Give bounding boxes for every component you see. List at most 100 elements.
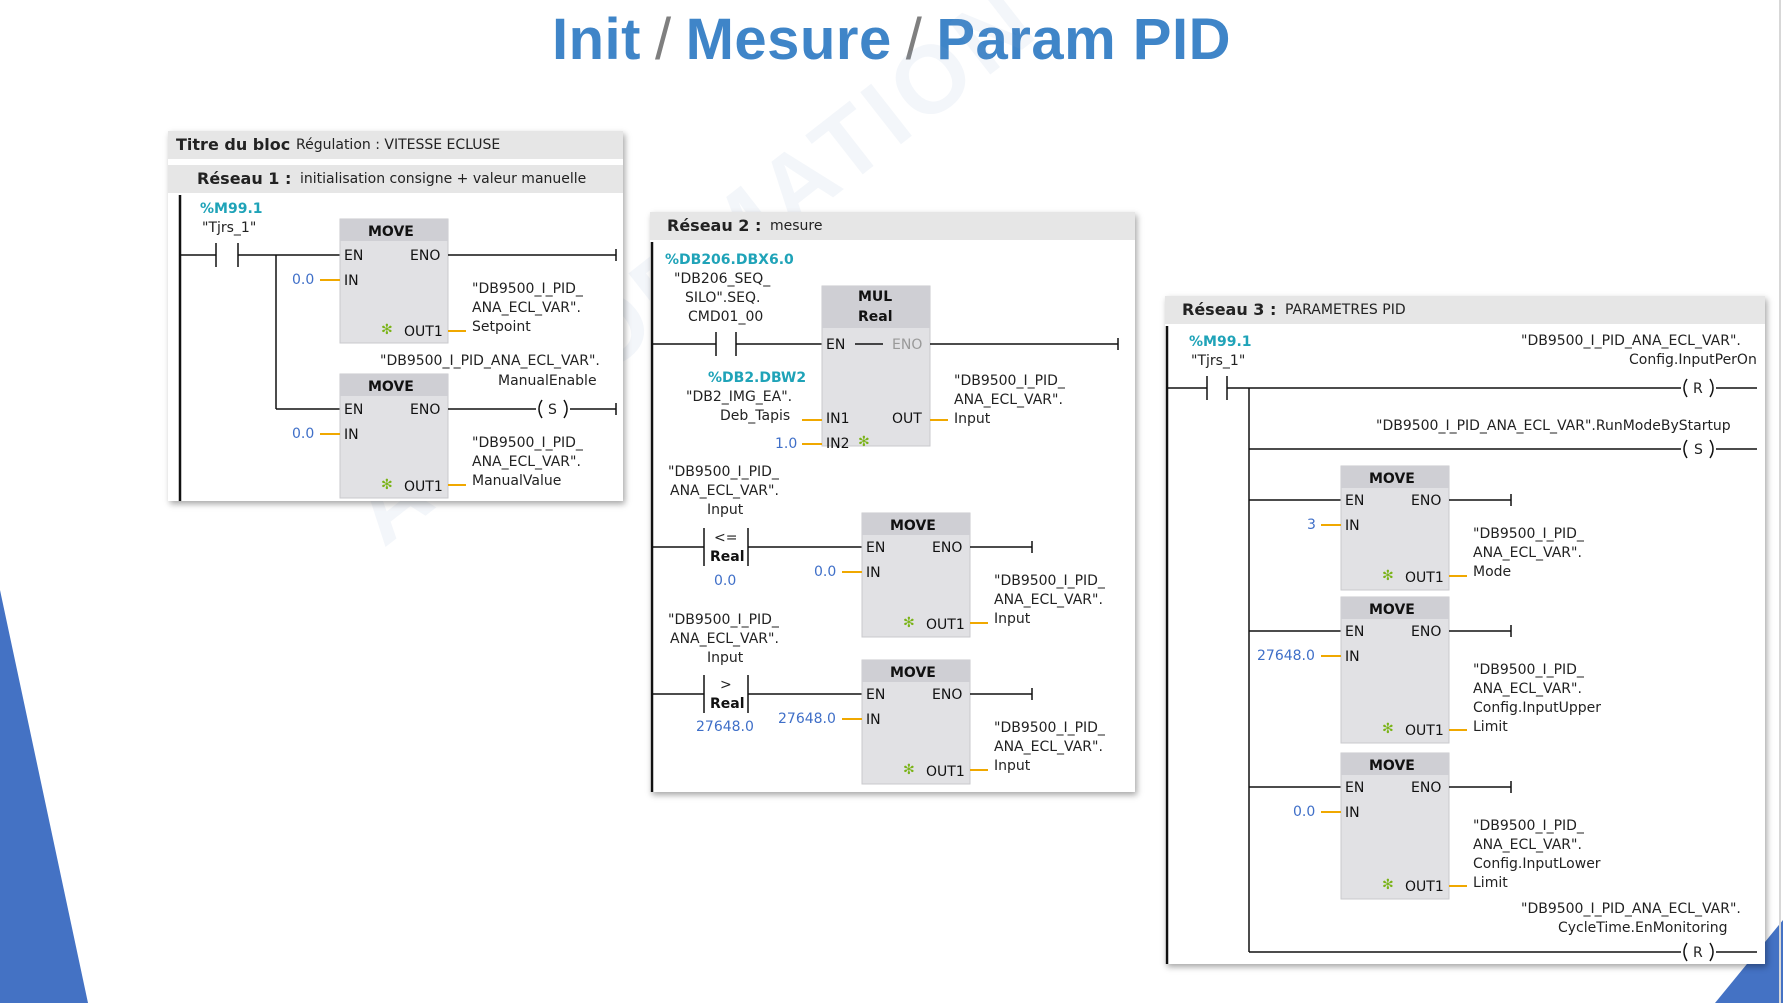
mul-in1-var-2: Deb_Tapis (720, 408, 790, 424)
move-upper-in-value: 27648.0 (1257, 648, 1315, 664)
cmp-le-var-2: ANA_ECL_VAR". (670, 483, 779, 499)
coil-r2-type: R (1693, 945, 1703, 961)
pin-in: IN (1345, 518, 1360, 534)
pin-eno: ENO (932, 540, 962, 556)
network-1-header: Réseau 1 : initialisation consigne + val… (168, 165, 623, 193)
network-2-ladder: %DB206.DBX6.0 "DB206_SEQ_ SILO".SEQ. CMD… (650, 242, 1119, 792)
block-title-value: Régulation : VITESSE ECLUSE (296, 137, 501, 153)
star-icon: ✻ (1382, 568, 1394, 584)
move-1-out-var-1: "DB9500_I_PID_ (472, 281, 584, 297)
network-2-label: Réseau 2 : (667, 216, 762, 235)
network-3-label: Réseau 3 : (1182, 300, 1277, 319)
block-title-label: Titre du bloc (176, 135, 291, 154)
coil-s-var-2: ManualEnable (498, 373, 597, 389)
coil-r1-var-2: Config.InputPerOn (1629, 352, 1757, 368)
mul-in2-value: 1.0 (775, 436, 797, 452)
star-icon: ✻ (903, 762, 915, 778)
move-block-name: MOVE (890, 518, 936, 534)
network-3-comment: PARAMETRES PID (1285, 302, 1406, 318)
move-upper-out-var-2: ANA_ECL_VAR". (1473, 681, 1582, 697)
mul-block: MUL Real EN ENO IN1 OUT IN2 ✻ (821, 285, 931, 452)
pin-eno: ENO (410, 402, 440, 418)
pin-out: OUT1 (926, 617, 965, 633)
pin-in: IN (866, 712, 881, 728)
pin-out: OUT1 (926, 764, 965, 780)
mul-out-var-1: "DB9500_I_PID_ (954, 373, 1066, 389)
move-upper-out-var-1: "DB9500_I_PID_ (1473, 662, 1585, 678)
network-3-header: Réseau 3 : PARAMETRES PID (1165, 296, 1765, 324)
coil-r1-symbol (1683, 378, 1688, 398)
cmp-gt-var-3: Input (707, 650, 744, 666)
coil-r2-var-1: "DB9500_I_PID_ANA_ECL_VAR". (1521, 901, 1741, 917)
contact-name-2: SILO".SEQ. (685, 290, 760, 306)
pin-en: EN (344, 402, 363, 418)
contact-address: %DB206.DBX6.0 (665, 252, 794, 268)
move-lower-out-var-4: Limit (1473, 875, 1508, 891)
move-block-name: MOVE (1369, 758, 1415, 774)
move-le-out-var-2: ANA_ECL_VAR". (994, 592, 1103, 608)
title-part-param-pid: Param PID (936, 7, 1231, 72)
cmp-gt-var-1: "DB9500_I_PID_ (668, 612, 780, 628)
move-1-out-var-3: Setpoint (472, 319, 531, 335)
mul-block-name: MUL (858, 289, 892, 305)
pin-in: IN (1345, 649, 1360, 665)
move-block-name: MOVE (368, 224, 414, 240)
pin-en: EN (1345, 780, 1364, 796)
pin-out: OUT (892, 411, 922, 427)
pin-out: OUT1 (1405, 879, 1444, 895)
pin-eno: ENO (1411, 624, 1441, 640)
mul-out-var-2: ANA_ECL_VAR". (954, 392, 1063, 408)
pin-in: IN (1345, 805, 1360, 821)
network-2-comment: mesure (770, 218, 823, 234)
coil-r2-var-2: CycleTime.EnMonitoring (1558, 920, 1728, 936)
pin-out: OUT1 (1405, 723, 1444, 739)
move-1-in-value: 0.0 (292, 272, 314, 288)
move-block-name: MOVE (1369, 471, 1415, 487)
pin-in: IN (344, 273, 359, 289)
coil-s-var: "DB9500_I_PID_ANA_ECL_VAR".RunModeByStar… (1376, 418, 1731, 434)
compare-gt-value: 27648.0 (696, 719, 754, 735)
move-lower-out-var-3: Config.InputLower (1473, 856, 1601, 872)
contact-name-3: CMD01_00 (688, 309, 763, 325)
move-block-lower-limit: MOVE EN ENO IN ✻ OUT1 (1340, 752, 1450, 900)
contact-name: "Tjrs_1" (1191, 353, 1245, 369)
move-le-in-value: 0.0 (814, 564, 836, 580)
coil-s-var-1: "DB9500_I_PID_ANA_ECL_VAR". (380, 353, 600, 369)
pin-en: EN (826, 337, 845, 353)
move-lower-out-var-1: "DB9500_I_PID_ (1473, 818, 1585, 834)
pin-en: EN (866, 540, 885, 556)
pin-out: OUT1 (1405, 570, 1444, 586)
mul-in1-var-1: "DB2_IMG_EA". (686, 389, 792, 405)
pin-in: IN (866, 565, 881, 581)
move-le-out-var-1: "DB9500_I_PID_ (994, 573, 1106, 589)
contact-address: %M99.1 (1189, 334, 1252, 350)
move-upper-out-var-3: Config.InputUpper (1473, 700, 1601, 716)
coil-s-symbol (1683, 439, 1688, 459)
pin-out: OUT1 (404, 479, 443, 495)
pin-en: EN (344, 248, 363, 264)
network-3-panel: Réseau 3 : PARAMETRES PID %M99.1 "Tjrs_1… (1165, 296, 1765, 964)
mul-out-var-3: Input (954, 411, 991, 427)
move-lower-in-value: 0.0 (1293, 804, 1315, 820)
cmp-le-var-3: Input (707, 502, 744, 518)
pin-out: OUT1 (404, 324, 443, 340)
slide-title: Init/Mesure/Param PID (0, 6, 1783, 73)
pin-in: IN (344, 427, 359, 443)
move-upper-out-var-4: Limit (1473, 719, 1508, 735)
move-block-1: MOVE EN ENO IN ✻ OUT1 (339, 218, 449, 344)
network-1-label: Réseau 1 : (197, 169, 292, 188)
move-mode-out-var-2: ANA_ECL_VAR". (1473, 545, 1582, 561)
title-separator: / (654, 7, 672, 72)
pin-eno: ENO (1411, 780, 1441, 796)
pin-eno: ENO (1411, 493, 1441, 509)
compare-le-op: <= (714, 530, 737, 546)
move-block-upper-limit: MOVE EN ENO IN ✻ OUT1 (1340, 596, 1450, 744)
compare-le-type: Real (710, 549, 745, 565)
contact-name-1: "DB206_SEQ_ (674, 271, 771, 287)
compare-gt-type: Real (710, 696, 745, 712)
coil-r2-symbol (1683, 942, 1688, 962)
move-mode-out-var-1: "DB9500_I_PID_ (1473, 526, 1585, 542)
network-1-panel: Titre du bloc Régulation : VITESSE ECLUS… (168, 131, 623, 501)
move-1-out-var-2: ANA_ECL_VAR". (472, 300, 581, 316)
coil-s-symbol (538, 399, 543, 419)
